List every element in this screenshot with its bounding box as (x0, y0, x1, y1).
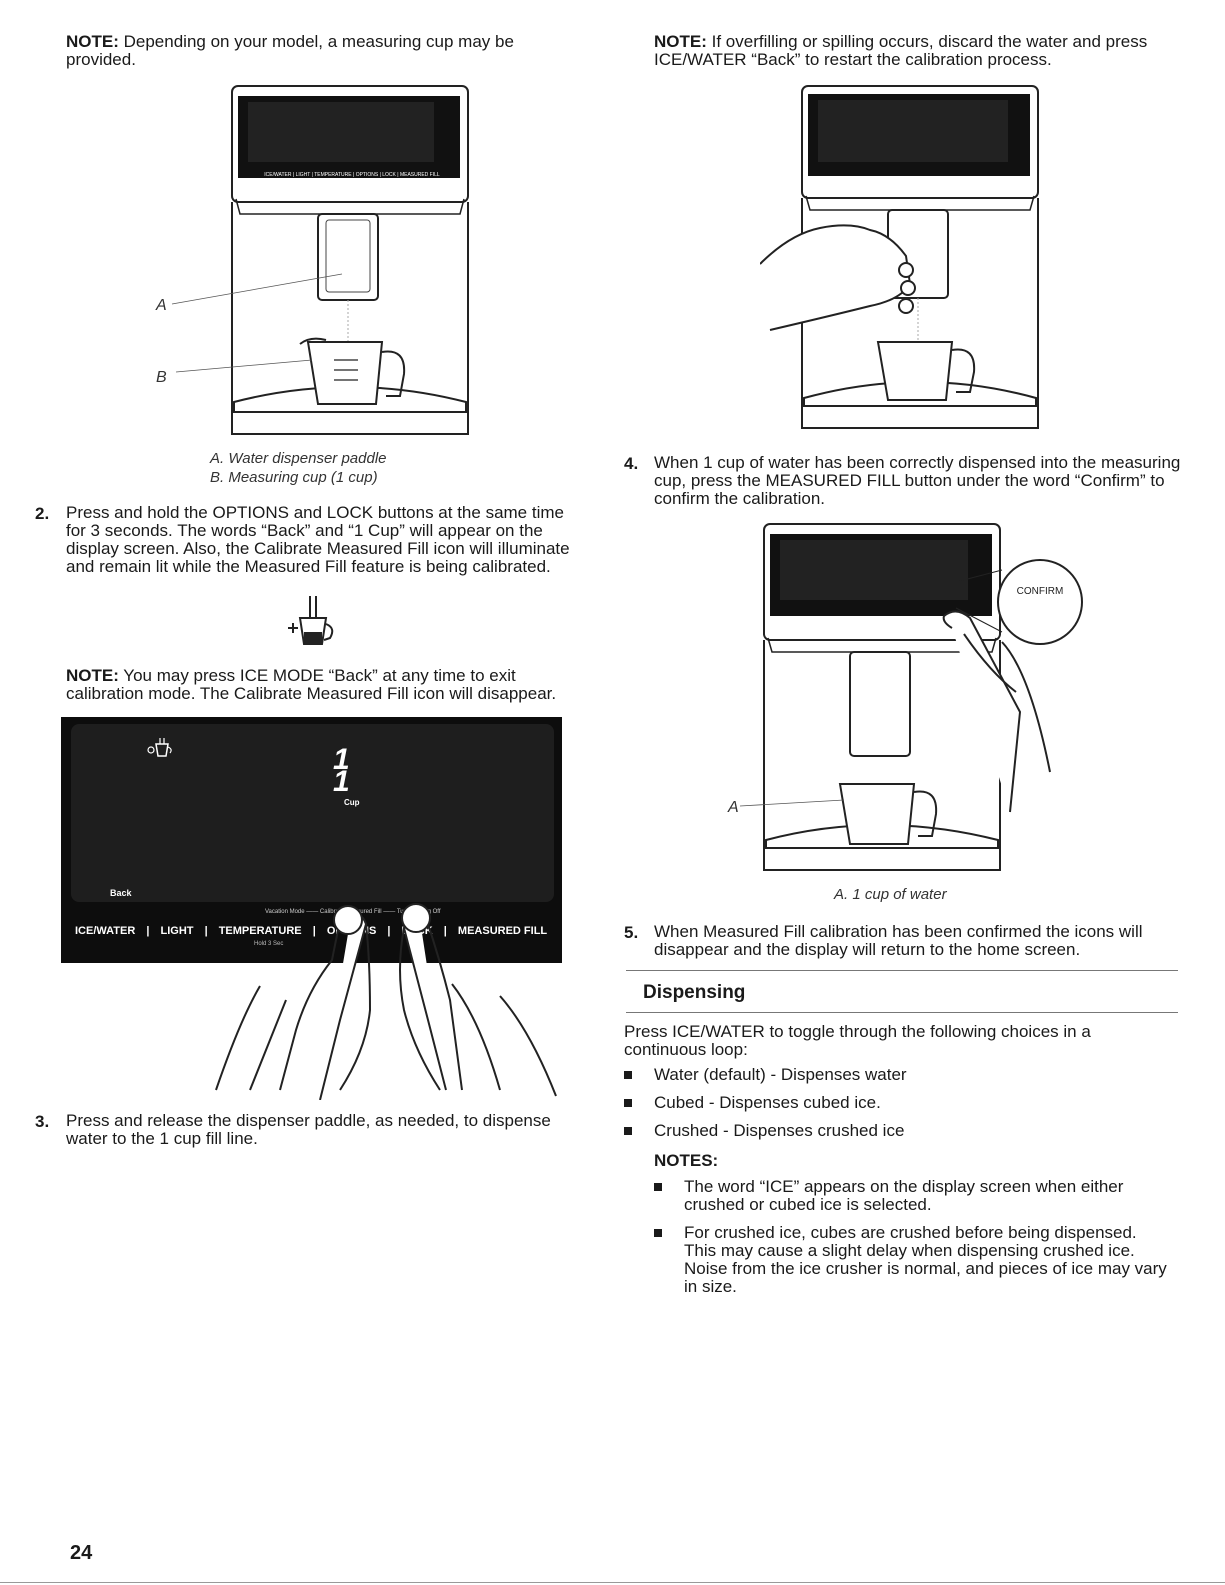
step-3-text: Press and release the dispenser paddle, … (66, 1111, 551, 1148)
control-panel-figure: 1 1 Cup Back Vacation Mode —— Calibrate … (61, 717, 562, 963)
step-2-text: Press and hold the OPTIONS and LOCK butt… (66, 503, 570, 576)
caption-1-cup-of-water: A. 1 cup of water (834, 886, 947, 903)
list-item: Crushed - Dispenses crushed ice (624, 1122, 1174, 1140)
dispenser-figure-paddle-cup: ICE/WATER | LIGHT | TEMPERATURE | OPTION… (155, 85, 469, 435)
back-label: Back (110, 888, 132, 898)
light-button[interactable]: LIGHT (160, 925, 194, 937)
step-5-text: When Measured Fill calibration has been … (654, 922, 1143, 959)
temperature-button[interactable]: TEMPERATURE (218, 925, 302, 937)
dispensing-intro: Press ICE/WATER to toggle through the fo… (624, 1022, 1091, 1059)
list-item: For crushed ice, cubes are crushed befor… (654, 1224, 1169, 1296)
caption-measuring-cup: B. Measuring cup (1 cup) (210, 469, 378, 486)
step-number: 5. (624, 923, 639, 942)
step-4-text: When 1 cup of water has been correctly d… (654, 453, 1181, 508)
cup-digit-lower: 1 (333, 765, 350, 798)
section-heading-dispensing: Dispensing (643, 982, 746, 1003)
svg-text:B: B (156, 369, 167, 386)
hold-3-sec-label: Hold 3 Sec (254, 941, 284, 947)
step-number: 4. (624, 454, 639, 473)
note-ice-mode-back: NOTE: You may press ICE MODE “Back” at a… (66, 666, 557, 703)
list-item: The word “ICE” appears on the display sc… (654, 1178, 1169, 1214)
note-overfilling: NOTE: If overfilling or spilling occurs,… (654, 32, 1148, 69)
svg-text:ICE/WATER | LIGHT | TEMPERATUR: ICE/WATER | LIGHT | TEMPERATURE | OPTION… (264, 172, 440, 178)
dispensing-choices-list: Water (default) - Dispenses water Cubed … (624, 1066, 1174, 1150)
calibrate-measured-fill-icon (288, 596, 334, 645)
page-number: 24 (70, 1542, 93, 1564)
cup-label: Cup (344, 798, 360, 807)
svg-text:A: A (155, 297, 167, 314)
note-model-cup: NOTE: Depending on your model, a measuri… (66, 32, 514, 69)
cup-digit: 1 (333, 743, 350, 776)
dispenser-figure-confirm: CONFIRM A (727, 523, 1083, 871)
svg-text:A: A (727, 799, 739, 816)
hands-pressing-illustration (215, 903, 557, 1100)
caption-water-dispenser-paddle: A. Water dispenser paddle (210, 450, 387, 467)
ice-water-button[interactable]: ICE/WATER (75, 925, 136, 937)
list-item: Cubed - Dispenses cubed ice. (624, 1094, 1174, 1112)
svg-text:CONFIRM: CONFIRM (1017, 586, 1064, 597)
notes-label: NOTES: (654, 1151, 719, 1170)
calibrate-icon-small (147, 738, 172, 757)
step-number: 2. (35, 504, 50, 523)
dispenser-figure-hand-paddle (760, 85, 1039, 429)
step-number: 3. (35, 1112, 50, 1131)
display-screen: 1 1 Cup Back (71, 724, 554, 902)
page-bottom-rule (0, 1582, 1225, 1583)
dispensing-notes-list: The word “ICE” appears on the display sc… (654, 1178, 1169, 1306)
section-divider-top (626, 970, 1178, 971)
measured-fill-button[interactable]: MEASURED FILL (457, 925, 548, 937)
list-item: Water (default) - Dispenses water (624, 1066, 1174, 1084)
section-divider-bottom (626, 1012, 1178, 1013)
